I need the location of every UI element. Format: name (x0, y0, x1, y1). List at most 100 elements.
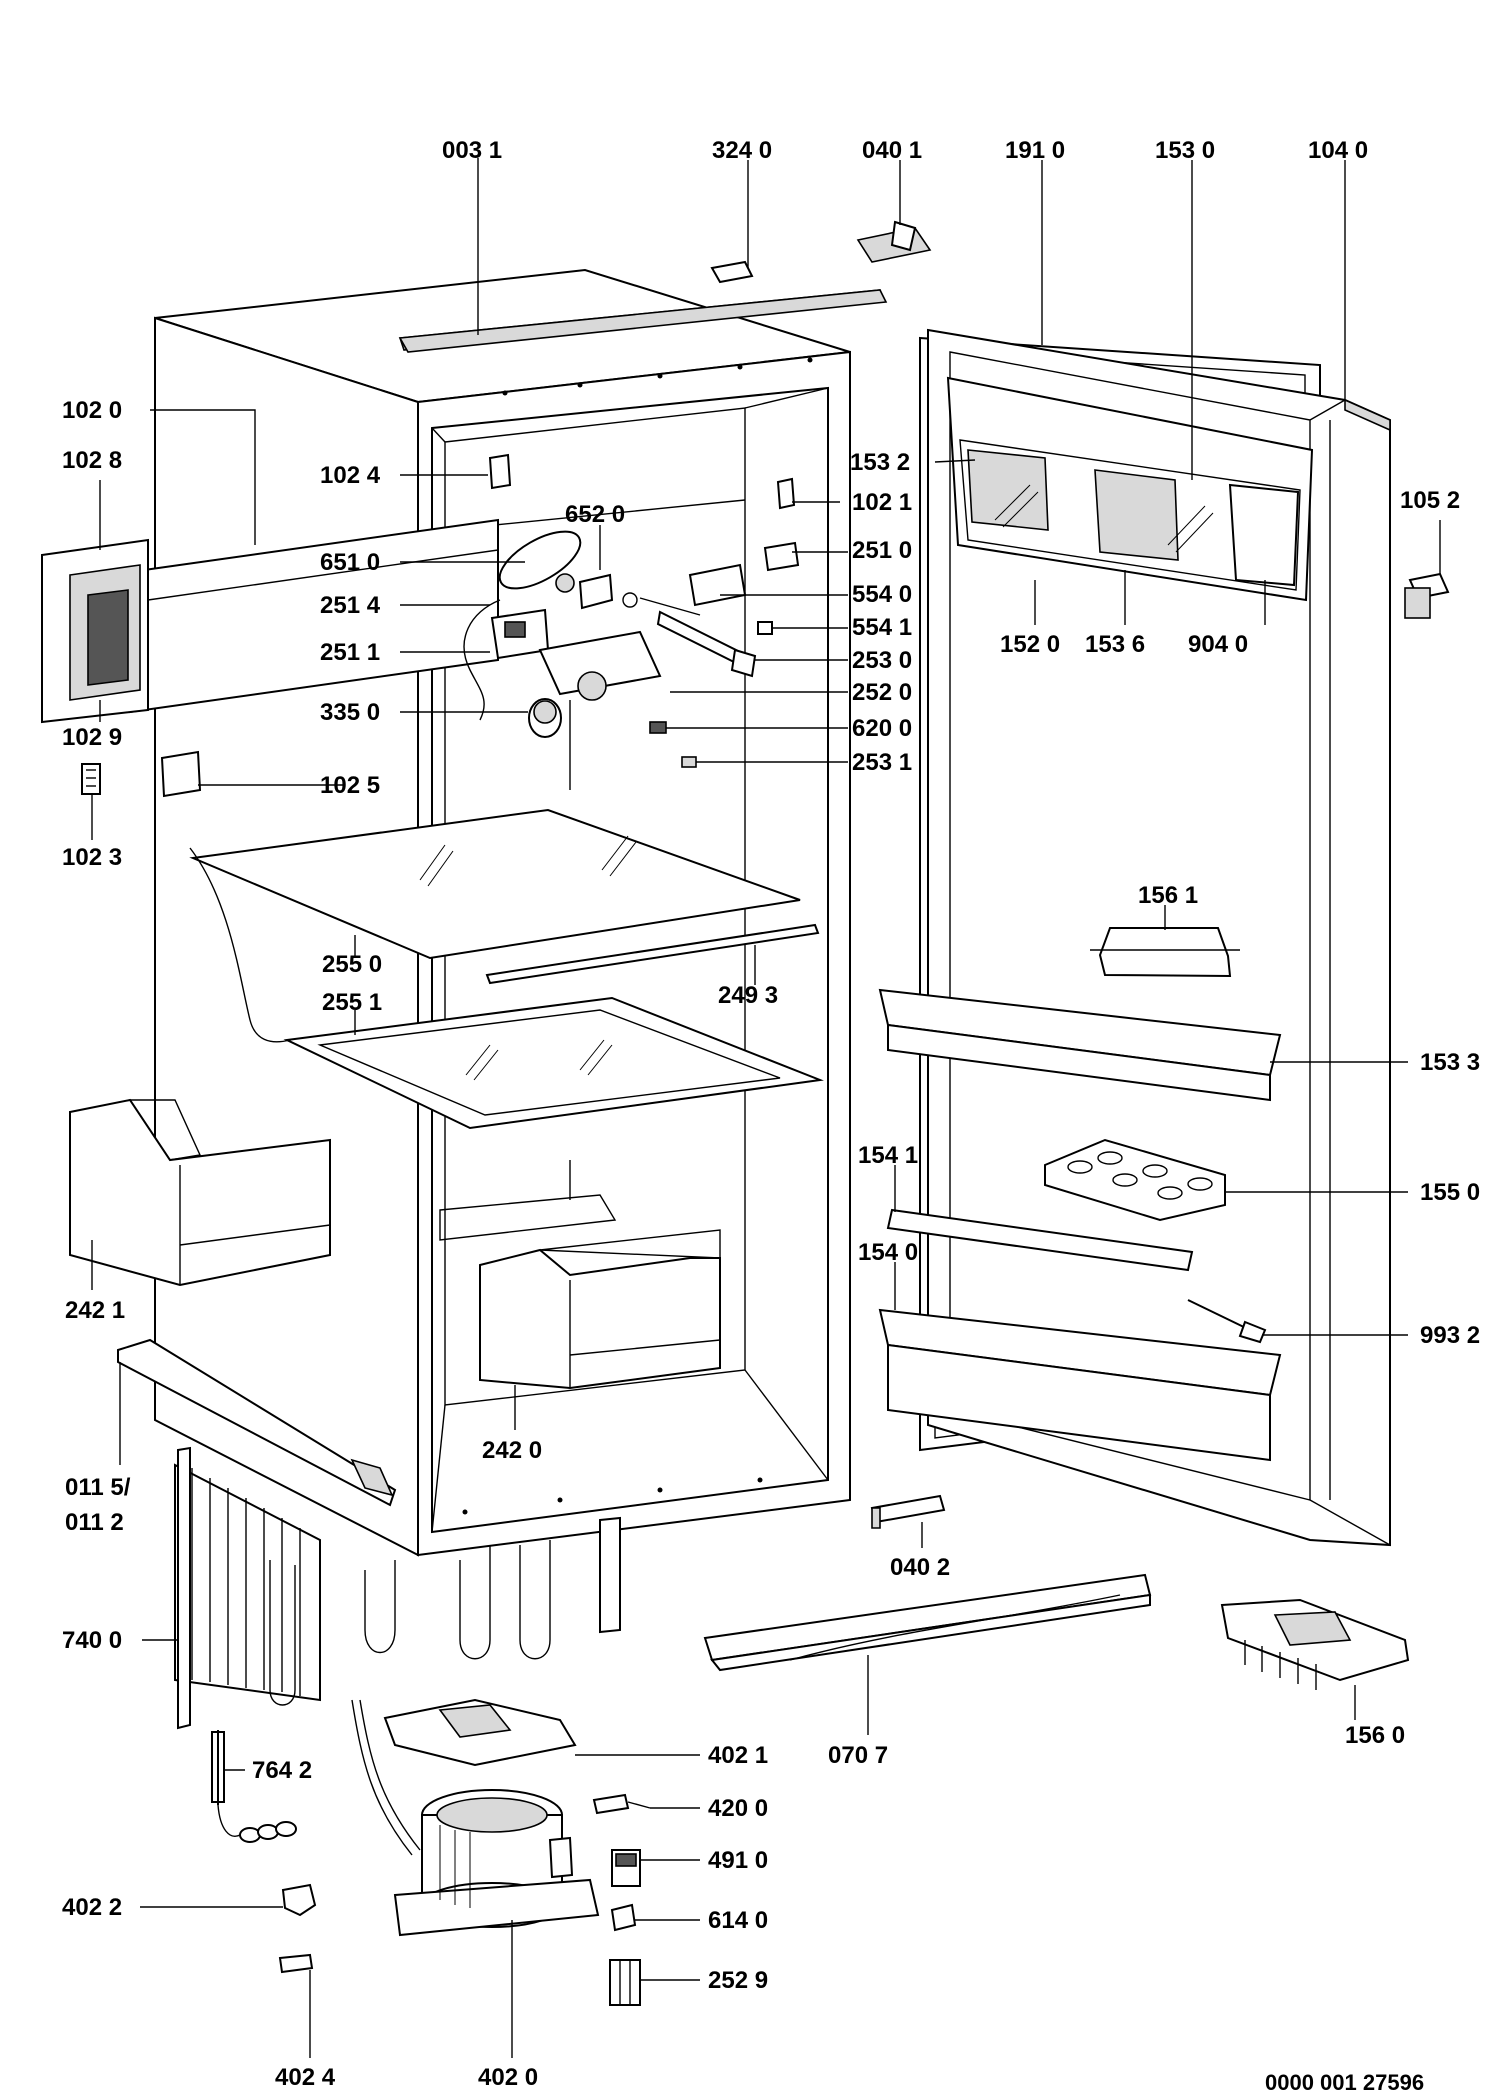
part-label-4910: 491 0 (708, 1847, 768, 1874)
part-label-2420: 242 0 (482, 1437, 542, 1464)
door-shelf-upper (878, 988, 1282, 1102)
thermostat (490, 608, 550, 660)
wall-bracket-1024 (488, 453, 512, 490)
part-label-1910: 191 0 (1005, 137, 1065, 164)
part-label-1024: 102 4 (320, 462, 381, 489)
part-label-1040: 104 0 (1308, 137, 1368, 164)
ice-tray (1220, 1598, 1410, 1690)
part-label-2520: 252 0 (852, 679, 912, 706)
clip-4024 (278, 1953, 314, 1974)
part-label-1021: 102 1 (852, 489, 912, 516)
fan-motor (498, 530, 582, 593)
part-label-2531: 253 1 (852, 749, 912, 776)
glass-shelf-lower (283, 996, 824, 1130)
part-label-1023: 102 3 (62, 844, 122, 871)
part-label-1025: 102 5 (320, 772, 380, 799)
compressor (393, 1789, 600, 1937)
part-label-1532: 153 2 (850, 449, 910, 476)
part-label-6200: 620 0 (852, 715, 912, 742)
door-hinge-right (1404, 572, 1450, 619)
part-label-1029: 102 9 (62, 724, 122, 751)
compressor-mount-tray (383, 1698, 577, 1767)
part-label-1533: 153 3 (1420, 1049, 1480, 1076)
part-label-2530: 253 0 (852, 647, 912, 674)
part-labels: 003 1 324 0 040 1 191 0 153 0 104 0 102 … (62, 137, 1480, 2095)
upper-hinge-bracket (856, 220, 932, 263)
part-label-4200: 420 0 (708, 1795, 768, 1822)
condenser-grid (174, 1463, 551, 1706)
part-label-0031: 003 1 (442, 137, 502, 164)
part-label-1561: 156 1 (1138, 882, 1198, 909)
crisper-drawer-left (69, 1098, 331, 1287)
relay-614 (610, 1903, 637, 1932)
overload-protector (592, 1793, 651, 1815)
part-label-7400: 740 0 (62, 1627, 122, 1654)
clip-1023 (81, 763, 101, 795)
part-label-4021: 402 1 (708, 1742, 768, 1769)
part-label-0707: 070 7 (828, 1742, 888, 1769)
control-knob (528, 698, 562, 738)
part-label-2510: 251 0 (852, 537, 912, 564)
part-label-2551: 255 1 (322, 989, 382, 1016)
part-label-6140: 614 0 (708, 1907, 768, 1934)
condenser-bracket (177, 1446, 621, 1730)
bottle-retainer (886, 1208, 1194, 1272)
part-label-4020: 402 0 (478, 2064, 538, 2091)
clip-1025 (160, 750, 202, 798)
part-label-6520: 652 0 (565, 501, 625, 528)
lamp-cover (41, 538, 149, 724)
part-label-1020: 102 0 (62, 397, 122, 424)
lamp-socket (538, 630, 662, 701)
door-wire-clip (1187, 1299, 1267, 1344)
part-label-5541: 554 1 (852, 614, 912, 641)
part-label-2514: 251 4 (320, 592, 381, 619)
part-label-2493: 249 3 (718, 982, 778, 1009)
switch-assembly (578, 573, 701, 616)
part-label-1550: 155 0 (1420, 1179, 1480, 1206)
capillary-drier (211, 1730, 297, 1843)
part-label-1540: 154 0 (858, 1239, 918, 1266)
part-label-0112: 011 2 (65, 1509, 124, 1536)
document-number: 0000 001 27596 (1265, 2070, 1424, 2095)
part-label-3350: 335 0 (320, 699, 380, 726)
egg-tray-lid (1090, 927, 1240, 978)
part-label-2550: 255 0 (322, 951, 382, 978)
base-cover (703, 1573, 1152, 1672)
part-label-6510: 651 0 (320, 549, 380, 576)
part-label-1028: 102 8 (62, 447, 122, 474)
door-frame-right-strip (1329, 398, 1391, 1500)
part-label-1530: 153 0 (1155, 137, 1215, 164)
part-label-5540: 554 0 (852, 581, 912, 608)
part-label-2421: 242 1 (65, 1297, 125, 1324)
push-rod (656, 610, 757, 678)
part-label-4024: 402 4 (275, 2064, 336, 2091)
cable-plug (609, 1959, 641, 2006)
leader-lines (91, 158, 1441, 2058)
part-label-1536: 153 6 (1085, 631, 1145, 658)
suction-tube (351, 1699, 421, 1856)
part-label-9040: 904 0 (1188, 631, 1248, 658)
door-shelf-lower (878, 1308, 1282, 1462)
part-label-0402: 040 2 (890, 1554, 950, 1581)
part-label-4022: 402 2 (62, 1894, 122, 1921)
egg-tray (1044, 1138, 1226, 1222)
crisper-drawer-inner (439, 1194, 721, 1390)
wire-harness (463, 599, 501, 721)
part-label-0115: 011 5/ (65, 1474, 131, 1501)
part-label-1541: 154 1 (858, 1142, 918, 1169)
part-label-1560: 156 0 (1345, 1722, 1405, 1749)
glass-shelf-upper (189, 808, 801, 960)
crisper-cover-wire (189, 847, 291, 1043)
butter-compartment (946, 376, 1314, 602)
part-label-3240: 324 0 (712, 137, 772, 164)
part-label-9932: 993 2 (1420, 1322, 1480, 1349)
top-rail (398, 289, 888, 353)
part-label-1052: 105 2 (1400, 487, 1460, 514)
wall-bracket-1021 (776, 477, 796, 510)
relay-491 (611, 1849, 641, 1887)
door-hinge-bottom (870, 1494, 946, 1529)
top-hinge-clip (710, 260, 754, 284)
part-label-7642: 764 2 (252, 1757, 312, 1784)
part-label-0401: 040 1 (862, 137, 922, 164)
